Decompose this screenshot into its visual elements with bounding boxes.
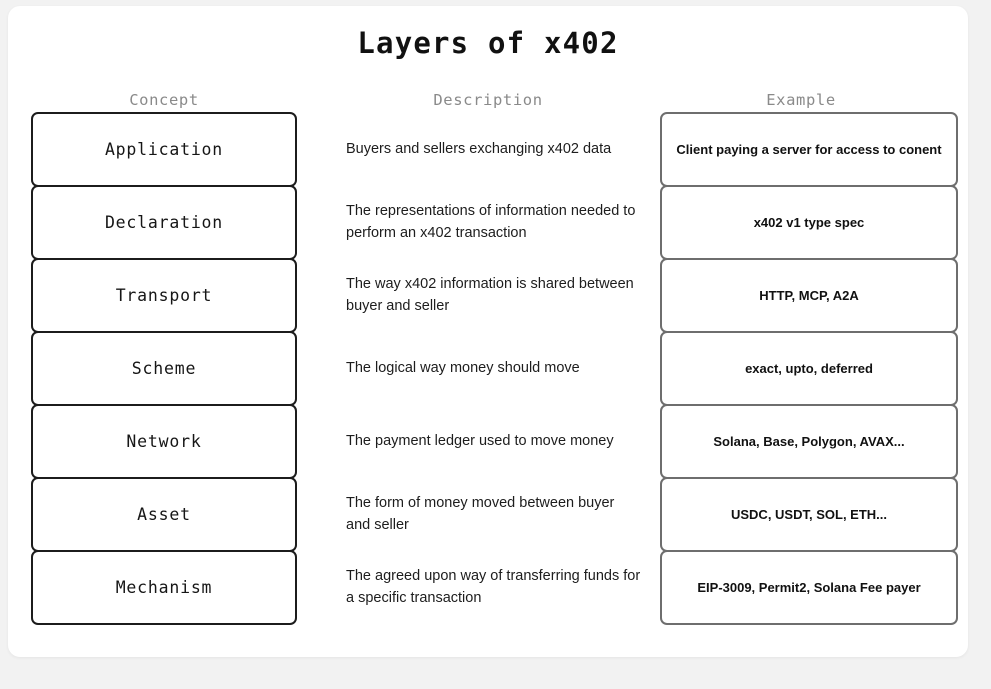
description-text: The representations of information neede… [346,203,636,241]
layer-row: Mechanism The agreed upon way of transfer… [8,550,968,625]
page-title: Layers of x402 [357,26,619,60]
description-text: The way x402 information is shared betwe… [346,276,634,314]
layer-row: Network The payment ledger used to move m… [8,404,968,479]
layer-row: Scheme The logical way money should move e… [8,331,968,406]
concept-box[interactable]: Mechanism [31,550,297,625]
concept-label: Application [104,140,224,159]
description-cell: The logical way money should move [346,331,642,406]
layer-row: Asset The form of money moved between buy… [8,477,968,552]
column-header-example: Example [766,91,836,109]
description-cell: The way x402 information is shared betwe… [346,258,642,333]
concept-box[interactable]: Network [31,404,297,479]
example-label: x402 v1 type spec [753,215,865,230]
concept-label: Transport [115,286,213,305]
layer-row: Transport The way x402 information is sha… [8,258,968,333]
concept-box[interactable]: Application [31,112,297,187]
example-box[interactable]: Solana, Base, Polygon, AVAX... [660,404,958,479]
concept-label: Mechanism [115,578,213,597]
concept-box[interactable]: Asset [31,477,297,552]
example-box[interactable]: USDC, USDT, SOL, ETH... [660,477,958,552]
description-cell: The form of money moved between buyer an… [346,477,642,552]
description-cell: The representations of information neede… [346,185,642,260]
column-header-description: Description [433,91,543,109]
concept-label: Declaration [104,213,224,232]
example-label: HTTP, MCP, A2A [759,288,859,303]
example-label: Solana, Base, Polygon, AVAX... [713,434,905,449]
layer-row: Declaration The representations of inform… [8,185,968,260]
layers-table: Application Buyers and sellers exchanging… [8,112,968,625]
description-text: The agreed upon way of transferring fund… [346,568,641,606]
example-box[interactable]: exact, upto, deferred [660,331,958,406]
description-cell: The agreed upon way of transferring fund… [346,550,642,625]
example-label: exact, upto, deferred [745,361,873,376]
layer-row: Application Buyers and sellers exchanging… [8,112,968,187]
concept-box[interactable]: Transport [31,258,297,333]
description-text: The logical way money should move [346,359,580,376]
diagram-card: Layers of x402 Concept Description Examp… [8,6,968,657]
example-label: USDC, USDT, SOL, ETH... [730,507,887,522]
concept-label: Network [126,432,202,451]
concept-label: Scheme [131,359,197,378]
description-cell: Buyers and sellers exchanging x402 data [346,112,642,187]
example-label: EIP-3009, Permit2, Solana Fee payer [697,580,921,595]
column-header-concept: Concept [129,91,199,109]
example-box[interactable]: HTTP, MCP, A2A [660,258,958,333]
example-label: Client paying a server for access to con… [676,142,942,157]
example-box[interactable]: Client paying a server for access to con… [660,112,958,187]
description-text: The form of money moved between buyer an… [346,495,615,533]
concept-box[interactable]: Declaration [31,185,297,260]
description-cell: The payment ledger used to move money [346,404,642,479]
concept-box[interactable]: Scheme [31,331,297,406]
example-box[interactable]: x402 v1 type spec [660,185,958,260]
example-box[interactable]: EIP-3009, Permit2, Solana Fee payer [660,550,958,625]
description-text: The payment ledger used to move money [346,432,614,449]
concept-label: Asset [137,505,191,524]
description-text: Buyers and sellers exchanging x402 data [346,140,612,157]
